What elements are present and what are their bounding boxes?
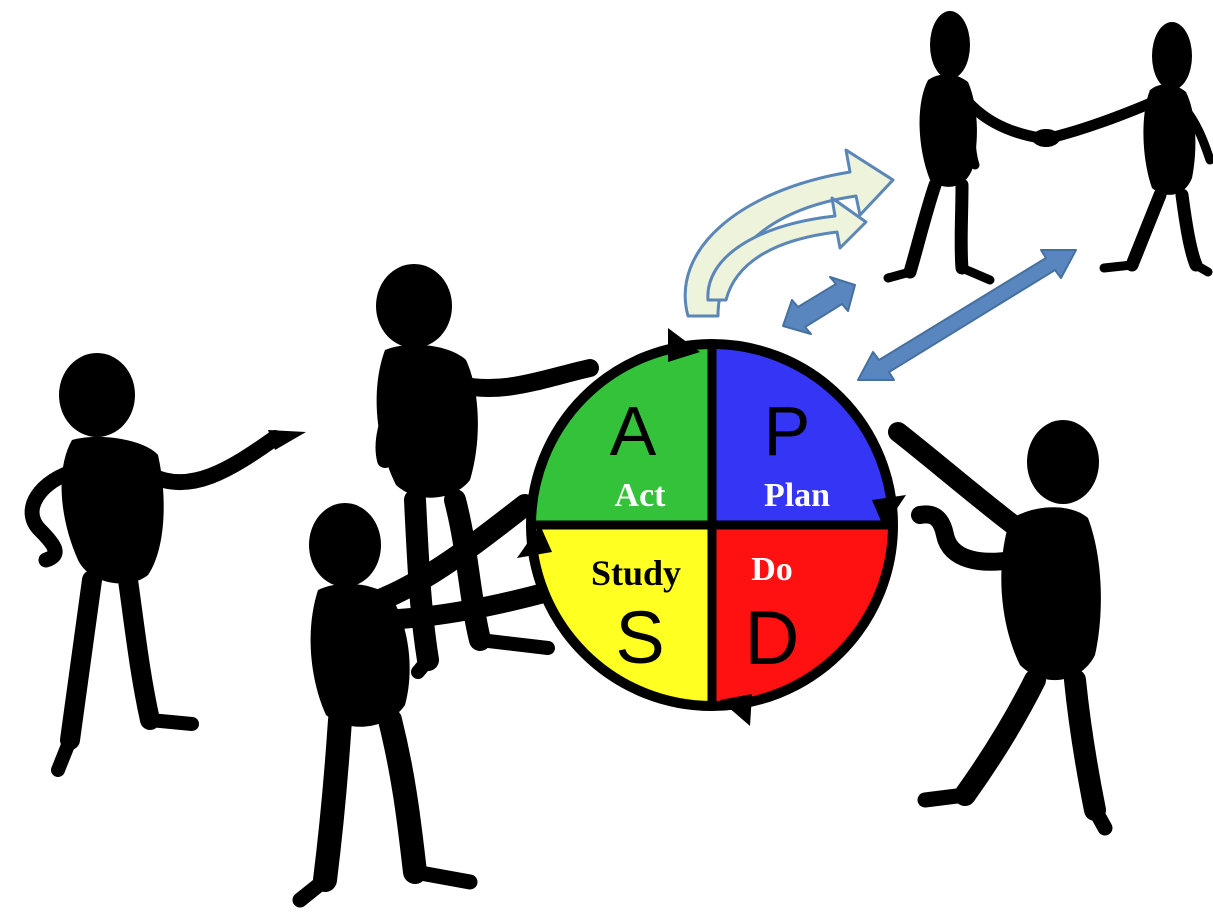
arrowhead-right: [872, 495, 906, 528]
quadrant-do: [712, 525, 893, 706]
pdsa-cycle: A Act P Plan Study S Do D: [517, 328, 906, 726]
figure-right: [888, 420, 1113, 836]
double-arrows: [782, 249, 1077, 381]
figure-left-pointing: [24, 353, 306, 777]
figure-handshake-left: [883, 11, 1046, 285]
cycle-arrowheads: [517, 328, 906, 726]
label-plan: Plan: [764, 477, 830, 514]
arrowhead-top: [668, 328, 700, 362]
quadrant-act: [531, 344, 712, 525]
curved-arrow-inner: [706, 196, 868, 302]
label-study: Study: [591, 553, 681, 593]
short-double-arrow: [782, 276, 856, 335]
letter-study: S: [615, 596, 664, 679]
cycle-outline: [526, 339, 898, 711]
arrowhead-left: [517, 525, 552, 558]
curved-arrows: [683, 148, 895, 318]
letter-plan: P: [764, 392, 811, 470]
label-act: Act: [615, 477, 667, 514]
quadrant-study: [531, 525, 712, 706]
quadrant-plan: [712, 344, 893, 525]
letter-do: D: [745, 596, 800, 681]
letter-act: A: [610, 392, 657, 470]
label-do: Do: [751, 551, 793, 588]
figure-front-left: [292, 494, 565, 908]
long-double-arrow: [857, 249, 1077, 381]
arrowhead-bottom: [720, 694, 752, 726]
figure-handshake-right: [1044, 22, 1213, 277]
handshake-hands: [1032, 129, 1060, 147]
figures: [24, 11, 1213, 908]
